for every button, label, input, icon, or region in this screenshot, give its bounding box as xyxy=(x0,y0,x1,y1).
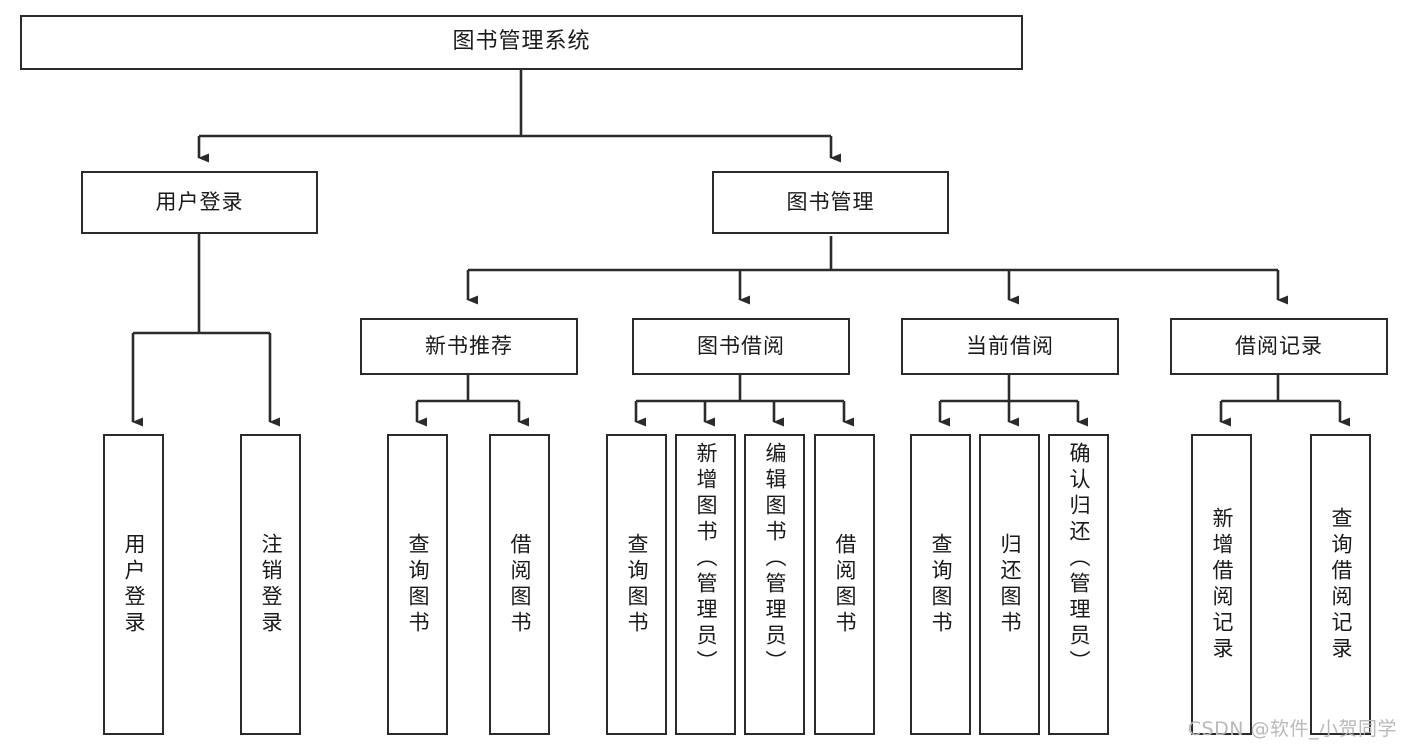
node-user-login-label: 用户登录 xyxy=(155,189,244,214)
node-leaf-query-record-label: 查询借阅记录 xyxy=(1329,506,1353,663)
edges-user-login xyxy=(131,234,280,427)
node-leaf-query-book-1[interactable]: 查询图书 xyxy=(387,434,448,735)
node-leaf-add-book[interactable]: 新增图书（管理员） xyxy=(675,434,736,735)
node-leaf-confirm-return[interactable]: 确认归还（管理员） xyxy=(1048,434,1109,735)
node-leaf-edit-book[interactable]: 编辑图书（管理员） xyxy=(744,434,805,735)
node-leaf-add-record[interactable]: 新增借阅记录 xyxy=(1191,434,1252,735)
node-leaf-confirm-return-label: 确认归还（管理员） xyxy=(1067,442,1091,676)
leaf-text-wrap: 归还图书 xyxy=(981,436,1038,733)
leaf-text-wrap: 借阅图书 xyxy=(491,436,548,733)
node-borrow-record-label: 借阅记录 xyxy=(1235,333,1323,358)
leaf-text-wrap: 借阅图书 xyxy=(816,436,873,733)
node-new-book-rec[interactable]: 新书推荐 xyxy=(360,318,578,375)
node-leaf-query-book-2[interactable]: 查询图书 xyxy=(606,434,667,735)
edges-book-manage xyxy=(466,236,1288,305)
node-leaf-user-logout[interactable]: 注销登录 xyxy=(240,434,301,735)
node-leaf-return-book-label: 归还图书 xyxy=(998,532,1022,637)
node-leaf-edit-book-label: 编辑图书（管理员） xyxy=(763,442,787,676)
node-leaf-borrow-book-2[interactable]: 借阅图书 xyxy=(814,434,875,735)
leaf-text-wrap: 注销登录 xyxy=(242,436,299,733)
node-leaf-user-login-label: 用户登录 xyxy=(122,532,146,637)
leaf-text-wrap: 新增图书（管理员） xyxy=(677,436,734,733)
edges-new-book-rec xyxy=(415,375,529,427)
node-leaf-user-logout-label: 注销登录 xyxy=(259,532,283,637)
node-leaf-user-login[interactable]: 用户登录 xyxy=(103,434,164,735)
node-book-borrow[interactable]: 图书借阅 xyxy=(632,318,850,375)
leaf-text-wrap: 查询借阅记录 xyxy=(1312,436,1369,733)
node-leaf-return-book[interactable]: 归还图书 xyxy=(979,434,1040,735)
node-leaf-query-book-3-label: 查询图书 xyxy=(929,532,953,637)
node-borrow-record[interactable]: 借阅记录 xyxy=(1170,318,1388,375)
node-leaf-query-book-3[interactable]: 查询图书 xyxy=(910,434,971,735)
node-current-borrow-label: 当前借阅 xyxy=(966,333,1054,358)
node-book-borrow-label: 图书借阅 xyxy=(697,333,785,358)
node-new-book-rec-label: 新书推荐 xyxy=(425,333,513,358)
edges-book-borrow xyxy=(634,375,854,427)
node-leaf-borrow-book-2-label: 借阅图书 xyxy=(833,532,857,637)
leaf-text-wrap: 用户登录 xyxy=(105,436,162,733)
node-user-login[interactable]: 用户登录 xyxy=(81,171,318,234)
node-leaf-borrow-book-1[interactable]: 借阅图书 xyxy=(489,434,550,735)
leaf-text-wrap: 新增借阅记录 xyxy=(1193,436,1250,733)
edges-current-borrow xyxy=(938,375,1088,427)
leaf-text-wrap: 查询图书 xyxy=(912,436,969,733)
node-current-borrow[interactable]: 当前借阅 xyxy=(901,318,1119,375)
edges-root xyxy=(197,70,841,163)
node-leaf-query-record[interactable]: 查询借阅记录 xyxy=(1310,434,1371,735)
leaf-text-wrap: 查询图书 xyxy=(608,436,665,733)
leaf-text-wrap: 编辑图书（管理员） xyxy=(746,436,803,733)
node-root-label: 图书管理系统 xyxy=(452,29,591,55)
node-book-manage-label: 图书管理 xyxy=(786,189,875,214)
node-root[interactable]: 图书管理系统 xyxy=(20,15,1023,70)
watermark-text: CSDN @软件_小贺同学 xyxy=(1187,718,1397,740)
node-leaf-add-book-label: 新增图书（管理员） xyxy=(694,442,718,676)
node-leaf-add-record-label: 新增借阅记录 xyxy=(1210,506,1234,663)
leaf-text-wrap: 确认归还（管理员） xyxy=(1050,436,1107,733)
node-leaf-query-book-2-label: 查询图书 xyxy=(625,532,649,637)
edges-borrow-record xyxy=(1219,375,1350,427)
leaf-text-wrap: 查询图书 xyxy=(389,436,446,733)
node-leaf-borrow-book-1-label: 借阅图书 xyxy=(508,532,532,637)
node-book-manage[interactable]: 图书管理 xyxy=(712,171,949,234)
node-leaf-query-book-1-label: 查询图书 xyxy=(406,532,430,637)
